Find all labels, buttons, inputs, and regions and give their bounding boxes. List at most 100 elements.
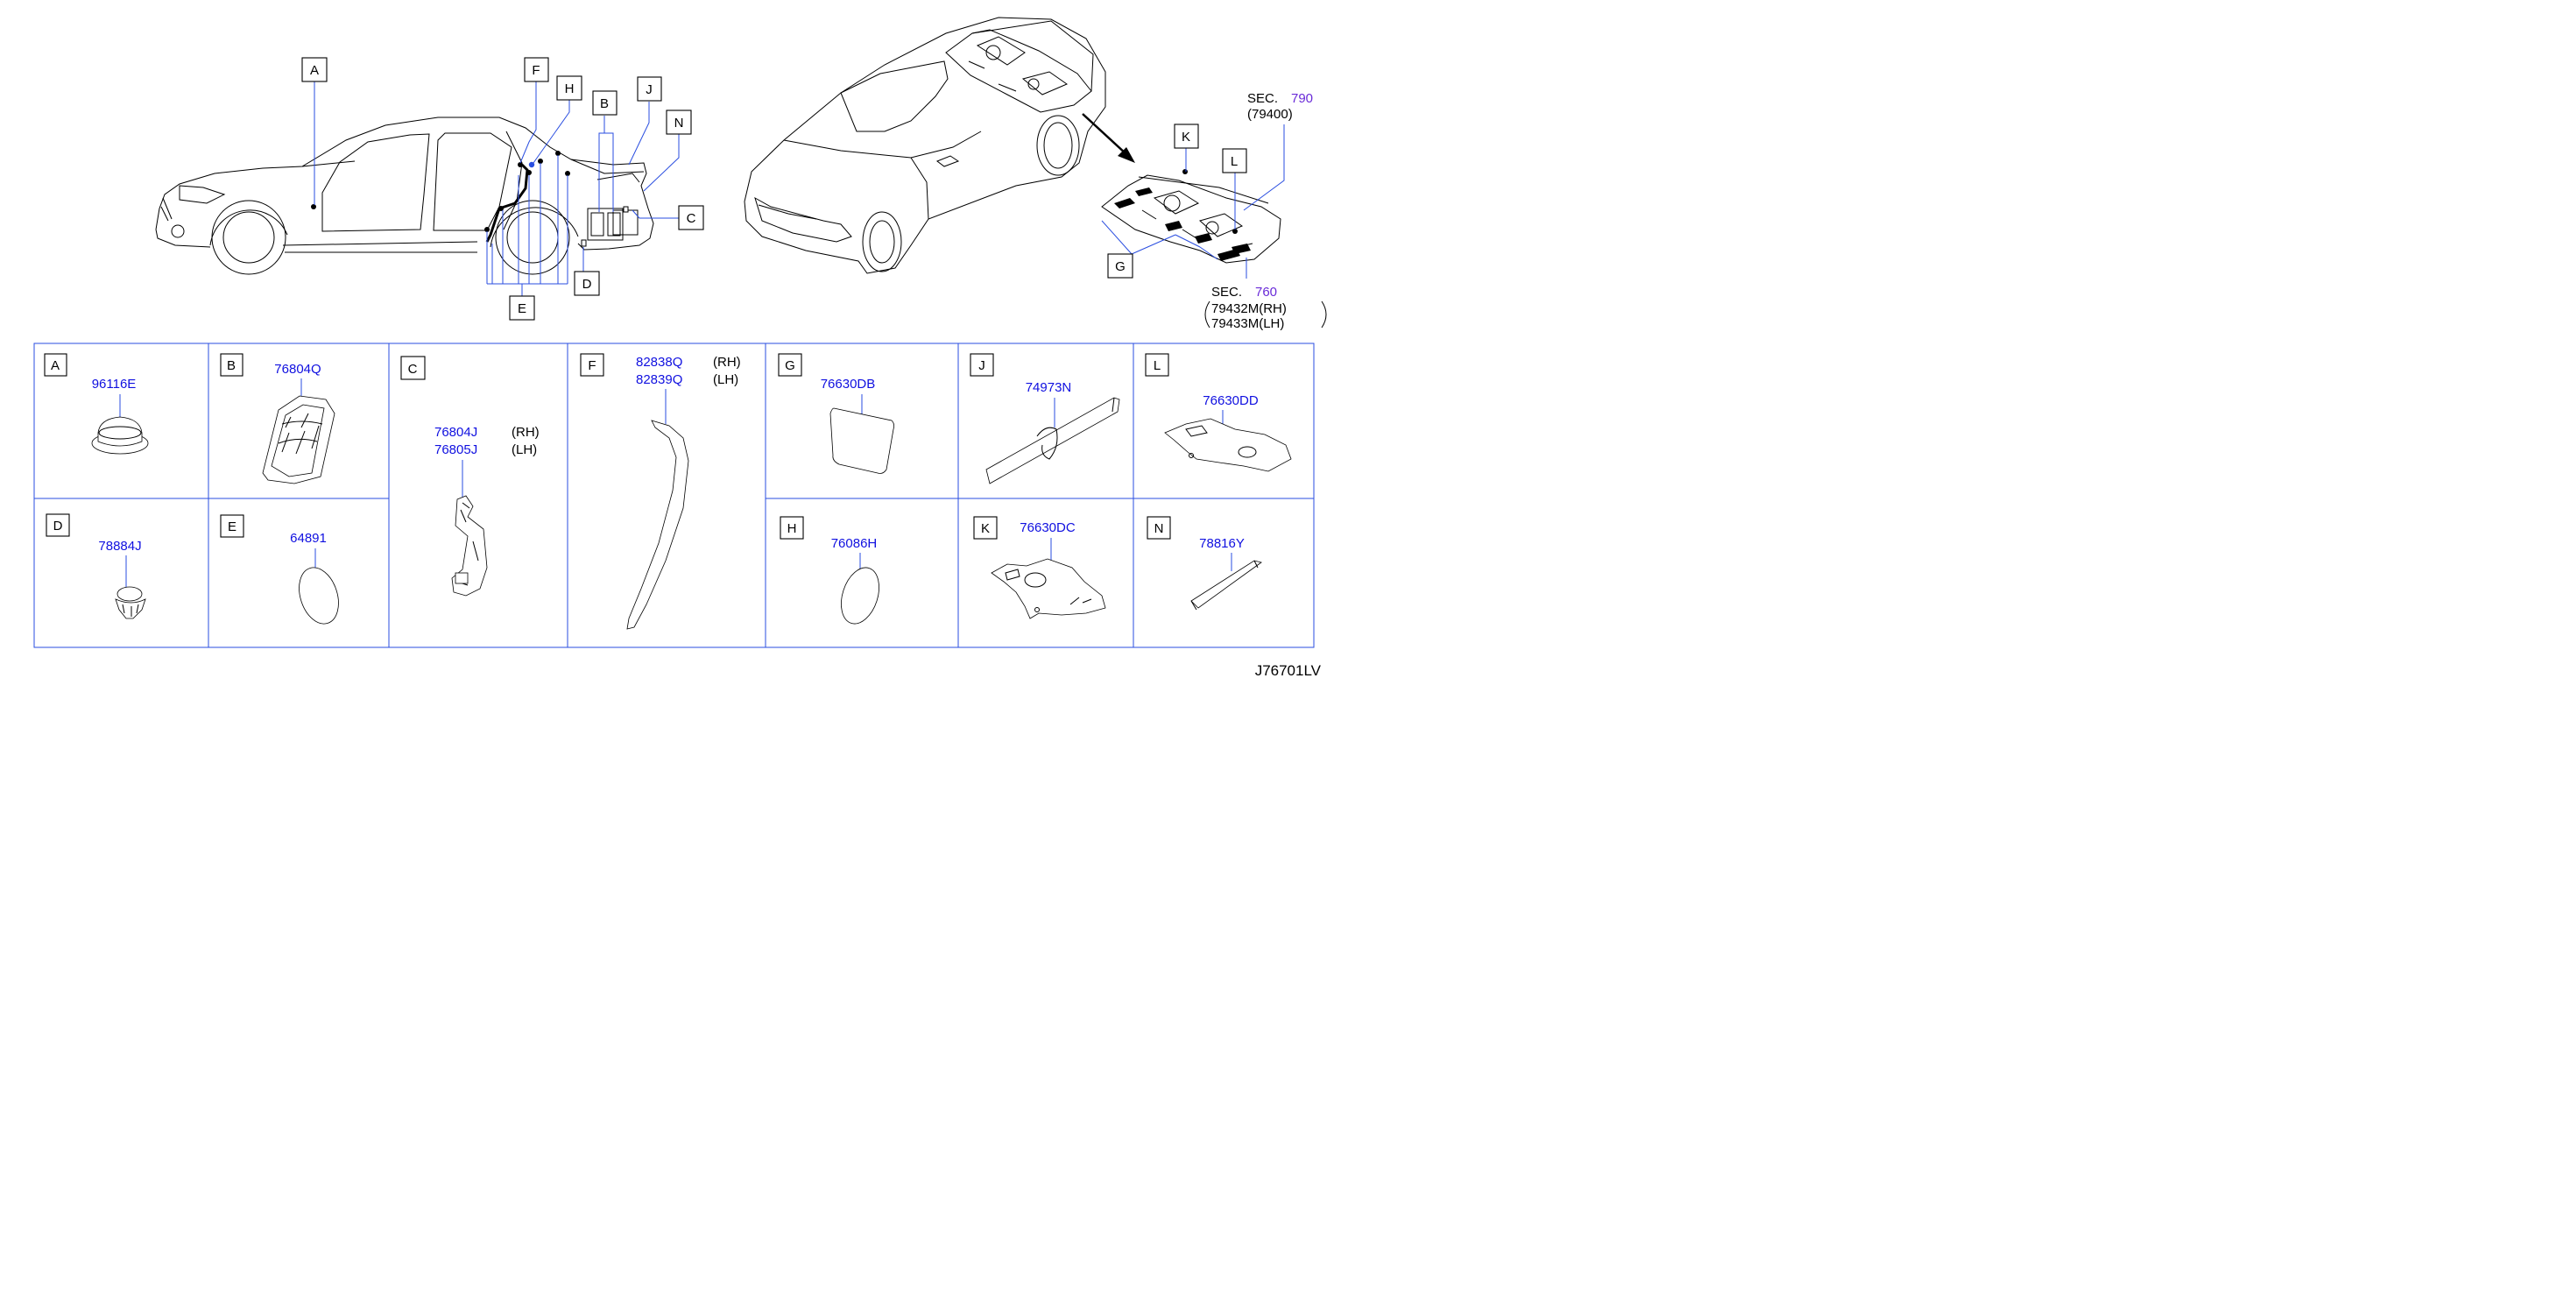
cell-part-j: J 74973N	[970, 353, 1120, 484]
marker-dot	[538, 159, 543, 164]
callout-j: J	[637, 76, 662, 102]
marker-dot	[498, 206, 504, 211]
cell-part-g: G 76630DB	[778, 353, 895, 474]
paren-right	[1321, 300, 1327, 329]
tape-strip-icon	[1190, 560, 1262, 611]
callout-e-label: E	[518, 301, 526, 316]
cell-letter: A	[51, 358, 60, 373]
cell-letter: E	[228, 519, 236, 534]
part-number: 76804Q	[274, 362, 321, 377]
callout-a-label: A	[310, 63, 319, 78]
part-number: 64891	[290, 531, 327, 546]
callout-g-label: G	[1115, 259, 1126, 274]
plug-cap-icon	[299, 567, 339, 625]
sec-line1: 79432M(RH)	[1211, 301, 1287, 316]
cell-letter: H	[787, 521, 797, 536]
insulator-plate-icon	[991, 558, 1106, 619]
bracket-icon	[451, 495, 488, 597]
grommet-icon	[91, 416, 149, 455]
callout-h: H	[556, 75, 582, 101]
side-view-car	[155, 117, 654, 275]
sec-label: SEC.	[1211, 285, 1242, 300]
callout-d-label: D	[582, 277, 592, 292]
callout-f: F	[524, 57, 549, 82]
callout-g: G	[1107, 253, 1133, 279]
clip-icon	[115, 586, 146, 619]
marker-dot	[565, 171, 570, 176]
sec-label: SEC.	[1247, 91, 1278, 106]
part-number: 76630DC	[1020, 520, 1076, 535]
arrow-to-detail	[1082, 113, 1135, 163]
part-number-rh: 82838Q	[636, 355, 682, 370]
marker-dot	[555, 151, 561, 156]
callout-a: A	[301, 57, 328, 82]
callout-n-label: N	[674, 116, 684, 131]
marker-dot-h	[528, 161, 535, 168]
cell-letter: J	[978, 358, 985, 373]
callout-b: B	[592, 90, 618, 116]
marker-dot	[484, 227, 490, 232]
marker-dot	[526, 170, 532, 175]
part-number: 74973N	[1026, 380, 1072, 395]
marker-clip-d	[581, 239, 587, 247]
cell-part-f: F 82838Q (RH) 82839Q (LH)	[580, 353, 741, 630]
part-number-rh: 76804J	[434, 425, 477, 440]
detail-leaders	[1101, 124, 1285, 279]
marker-clip-c	[623, 206, 629, 213]
part-number: 76630DB	[821, 377, 876, 392]
pad-icon	[829, 407, 895, 474]
perspective-car	[744, 17, 1106, 274]
sec-line2: 79433M(LH)	[1211, 316, 1284, 331]
callout-b-label: B	[600, 96, 609, 111]
cell-letter: L	[1154, 358, 1161, 373]
part-number-lh: 82839Q	[636, 372, 682, 387]
marker-dot-a	[311, 204, 316, 209]
part-number: 78884J	[98, 539, 141, 554]
cell-part-a: A 96116E	[44, 353, 149, 455]
sec-sub: (79400)	[1247, 107, 1293, 122]
cell-letter: N	[1154, 521, 1164, 536]
cell-part-k: K 76630DC	[973, 516, 1106, 619]
cell-letter: F	[588, 358, 596, 373]
part-number: 76086H	[831, 536, 878, 551]
sec-number: 760	[1255, 285, 1277, 300]
section-ref-760: SEC. 760 79432M(RH) 79433M(LH)	[1204, 285, 1327, 331]
tape-strip-icon	[985, 397, 1120, 484]
cell-part-e: E 64891	[220, 514, 339, 625]
callout-l-label: L	[1231, 154, 1238, 169]
paren-left	[1204, 300, 1210, 329]
cell-letter: B	[227, 358, 236, 373]
marker-dot	[518, 162, 523, 167]
cell-letter: D	[53, 519, 63, 533]
part-number: 78816Y	[1199, 536, 1245, 551]
part-number: 96116E	[92, 377, 137, 392]
part-number: 76630DD	[1203, 393, 1259, 408]
insulator-plate-icon	[1164, 418, 1292, 472]
side-view-leaders	[314, 81, 680, 296]
callout-k-label: K	[1182, 130, 1190, 145]
callout-h-label: H	[565, 81, 575, 96]
side-lh: (LH)	[512, 442, 537, 457]
cell-letter: G	[785, 358, 795, 373]
callout-f-label: F	[532, 63, 540, 78]
parts-diagram: A F H B J N C D E	[33, 17, 1327, 679]
vent-duct-icon	[262, 395, 335, 484]
side-rh: (RH)	[713, 355, 741, 370]
callout-d: D	[574, 271, 600, 296]
cell-letter: K	[981, 521, 990, 536]
callout-e: E	[509, 295, 535, 321]
part-number-lh: 76805J	[434, 442, 477, 457]
callout-j-label: J	[646, 82, 653, 97]
side-lh: (LH)	[713, 372, 738, 387]
cell-part-c: C 76804J (RH) 76805J (LH)	[400, 356, 540, 597]
cell-letter: C	[408, 362, 418, 377]
callout-l: L	[1222, 148, 1247, 173]
callout-c-label: C	[687, 211, 696, 226]
callout-c: C	[678, 205, 704, 230]
diagram-code: J76701LV	[1255, 662, 1322, 679]
sec-number: 790	[1291, 91, 1313, 106]
callout-n: N	[666, 110, 692, 135]
cell-part-h: H 76086H	[780, 516, 879, 625]
cell-part-d: D 78884J	[46, 513, 146, 619]
cell-part-l: L 76630DD	[1145, 353, 1292, 472]
